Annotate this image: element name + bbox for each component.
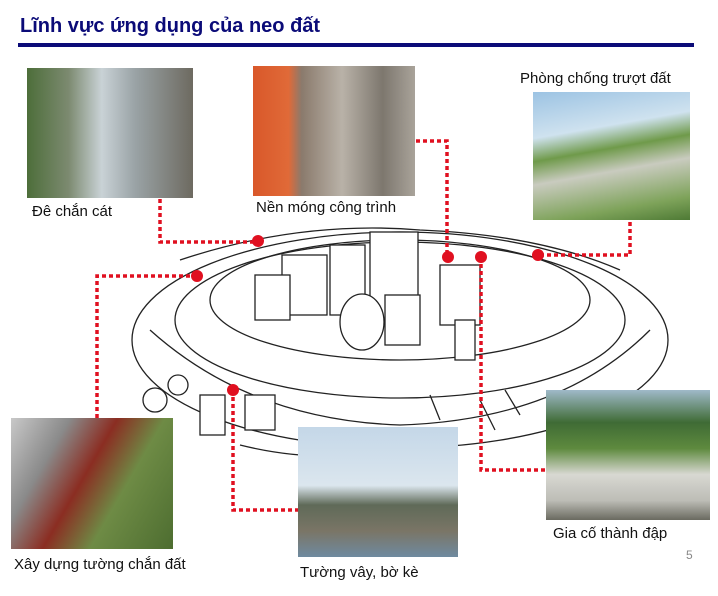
label-dam: Gia cố thành đập — [553, 525, 668, 542]
label-retaining-wall: Xây dựng tường chắn đất — [14, 556, 186, 573]
slide-title: Lĩnh vực ứng dụng của neo đất — [20, 15, 321, 37]
marker-dot — [475, 251, 487, 263]
photo-retaining-wall — [11, 418, 173, 549]
marker-dot — [252, 235, 264, 247]
photo-landslide — [533, 92, 690, 220]
marker-dot — [191, 270, 203, 282]
photo-foundation — [253, 66, 415, 196]
label-sand-dam: Đê chắn cát — [32, 203, 113, 220]
label-seawall: Tường vây, bờ kè — [300, 564, 419, 581]
marker-dot — [442, 251, 454, 263]
photo-seawall — [298, 427, 458, 557]
label-landslide: Phòng chống trượt đất — [520, 70, 671, 87]
photo-dam — [546, 390, 710, 520]
page-number: 5 — [686, 548, 693, 562]
title-underline — [18, 43, 694, 47]
marker-dot — [532, 249, 544, 261]
photo-sand-dam — [27, 68, 193, 198]
label-foundation: Nền móng công trình — [256, 199, 397, 216]
marker-dot — [227, 384, 239, 396]
